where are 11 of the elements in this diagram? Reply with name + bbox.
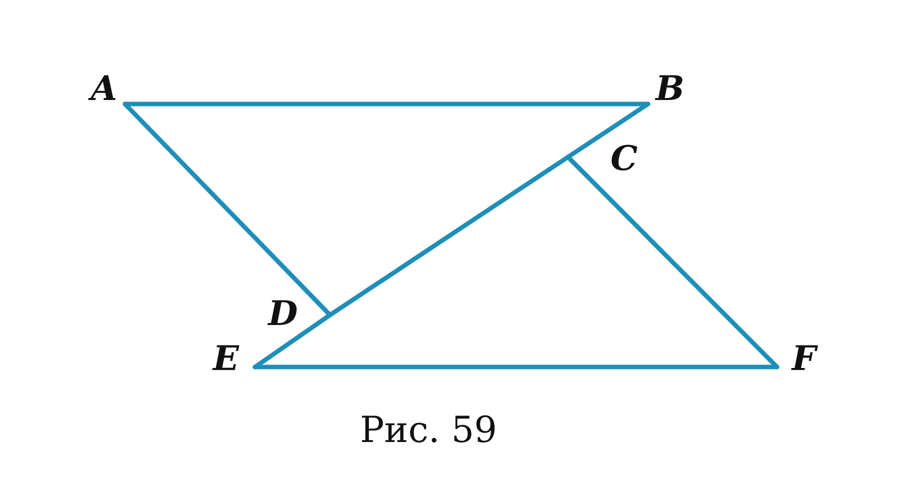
- line-segment: [252, 364, 780, 370]
- line-segment: [122, 102, 332, 318]
- vertex-label: F: [784, 342, 824, 376]
- vertex-label: B: [652, 72, 688, 106]
- vertex-label: E: [206, 342, 246, 376]
- vertex-label: D: [258, 298, 308, 330]
- vertex-label: A: [86, 72, 122, 106]
- line-segment: [566, 102, 650, 160]
- figure-caption: Рис. 59: [360, 410, 498, 451]
- line-segment: [328, 154, 570, 318]
- vertex-label: C: [606, 142, 642, 176]
